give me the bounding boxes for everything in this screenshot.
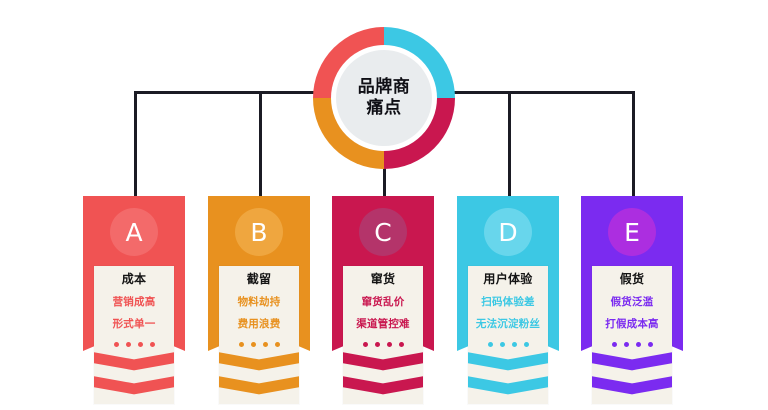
hub-label-line2: 痛点 [366,98,402,118]
column-letter-badge: E [608,208,656,256]
dot-indicator [487,342,493,348]
connector-vertical-b [259,91,262,197]
column-chevrons [468,352,548,397]
connector-vertical-e [632,91,635,197]
column-item: 渠道管控难 [356,317,410,330]
column-chevrons [94,352,174,397]
dot-indicator [113,342,119,348]
column-banner-wrap: B 截留物料劫持费用浪费 [208,196,310,405]
column-banner-wrap: D 用户体验扫码体验差无法沉淀粉丝 [457,196,559,405]
dot-indicator [262,342,268,348]
hub-node: 品牌商 痛点 [313,27,455,169]
chevron-down-icon [468,352,548,371]
dot-indicator [523,342,529,348]
dot-indicator [635,342,641,348]
hub-label: 品牌商 痛点 [336,50,432,146]
dot-indicator [238,342,244,348]
dot-indicator [137,342,143,348]
column-item: 打假成本高 [605,317,659,330]
column-c[interactable]: C 窜货窜货乱价渠道管控难 [332,196,434,405]
connector-vertical-c [383,166,386,197]
column-item: 形式单一 [112,317,156,330]
column-panel: 成本营销成高形式单一 [94,266,174,405]
column-title: 截留 [246,272,272,286]
column-panel: 截留物料劫持费用浪费 [219,266,299,405]
column-chevrons [219,352,299,397]
column-item: 费用浪费 [237,317,281,330]
connector-horizontal-right [444,91,634,94]
dot-indicator [647,342,653,348]
column-banner-wrap: E 假货假货泛滥打假成本高 [581,196,683,405]
dot-indicator [386,342,392,348]
column-panel: 用户体验扫码体验差无法沉淀粉丝 [468,266,548,405]
chevron-down-icon [219,352,299,371]
column-title: 用户体验 [483,272,533,286]
column-letter-badge: A [110,208,158,256]
chevron-down-icon [94,376,174,395]
column-e[interactable]: E 假货假货泛滥打假成本高 [581,196,683,405]
connector-horizontal-left [134,91,324,94]
chevron-down-icon [343,352,423,371]
dot-indicator [611,342,617,348]
dot-indicator [274,342,280,348]
column-dots [592,340,672,352]
column-dots [343,340,423,352]
chevron-down-icon [592,352,672,371]
dot-indicator [499,342,505,348]
dot-indicator [623,342,629,348]
dot-indicator [374,342,380,348]
column-dots [219,340,299,352]
dot-indicator [362,342,368,348]
dot-indicator [250,342,256,348]
column-chevrons [343,352,423,397]
column-item: 营销成高 [112,296,156,309]
column-chevrons [592,352,672,397]
column-title: 假货 [619,272,645,286]
hub-label-line1: 品牌商 [357,76,411,97]
column-d[interactable]: D 用户体验扫码体验差无法沉淀粉丝 [457,196,559,405]
column-banner-wrap: A 成本营销成高形式单一 [83,196,185,405]
connector-vertical-a [134,91,137,197]
column-item: 物料劫持 [237,296,281,309]
column-letter-badge: C [359,208,407,256]
chevron-down-icon [592,376,672,395]
column-panel: 窜货窜货乱价渠道管控难 [343,266,423,405]
column-b[interactable]: B 截留物料劫持费用浪费 [208,196,310,405]
dot-indicator [398,342,404,348]
chevron-down-icon [94,352,174,371]
column-item: 假货泛滥 [610,296,654,309]
connector-vertical-d [508,91,511,197]
column-letter-badge: B [235,208,283,256]
column-title: 成本 [121,272,147,286]
column-item: 无法沉淀粉丝 [475,317,541,330]
chevron-down-icon [219,376,299,395]
chevron-down-icon [343,376,423,395]
chevron-down-icon [468,376,548,395]
column-panel: 假货假货泛滥打假成本高 [592,266,672,405]
column-title: 窜货 [370,272,396,286]
column-dots [468,340,548,352]
dot-indicator [125,342,131,348]
column-item: 扫码体验差 [481,296,535,309]
column-dots [94,340,174,352]
dot-indicator [511,342,517,348]
dot-indicator [149,342,155,348]
column-item: 窜货乱价 [361,296,405,309]
column-banner-wrap: C 窜货窜货乱价渠道管控难 [332,196,434,405]
column-letter-badge: D [484,208,532,256]
column-a[interactable]: A 成本营销成高形式单一 [83,196,185,405]
